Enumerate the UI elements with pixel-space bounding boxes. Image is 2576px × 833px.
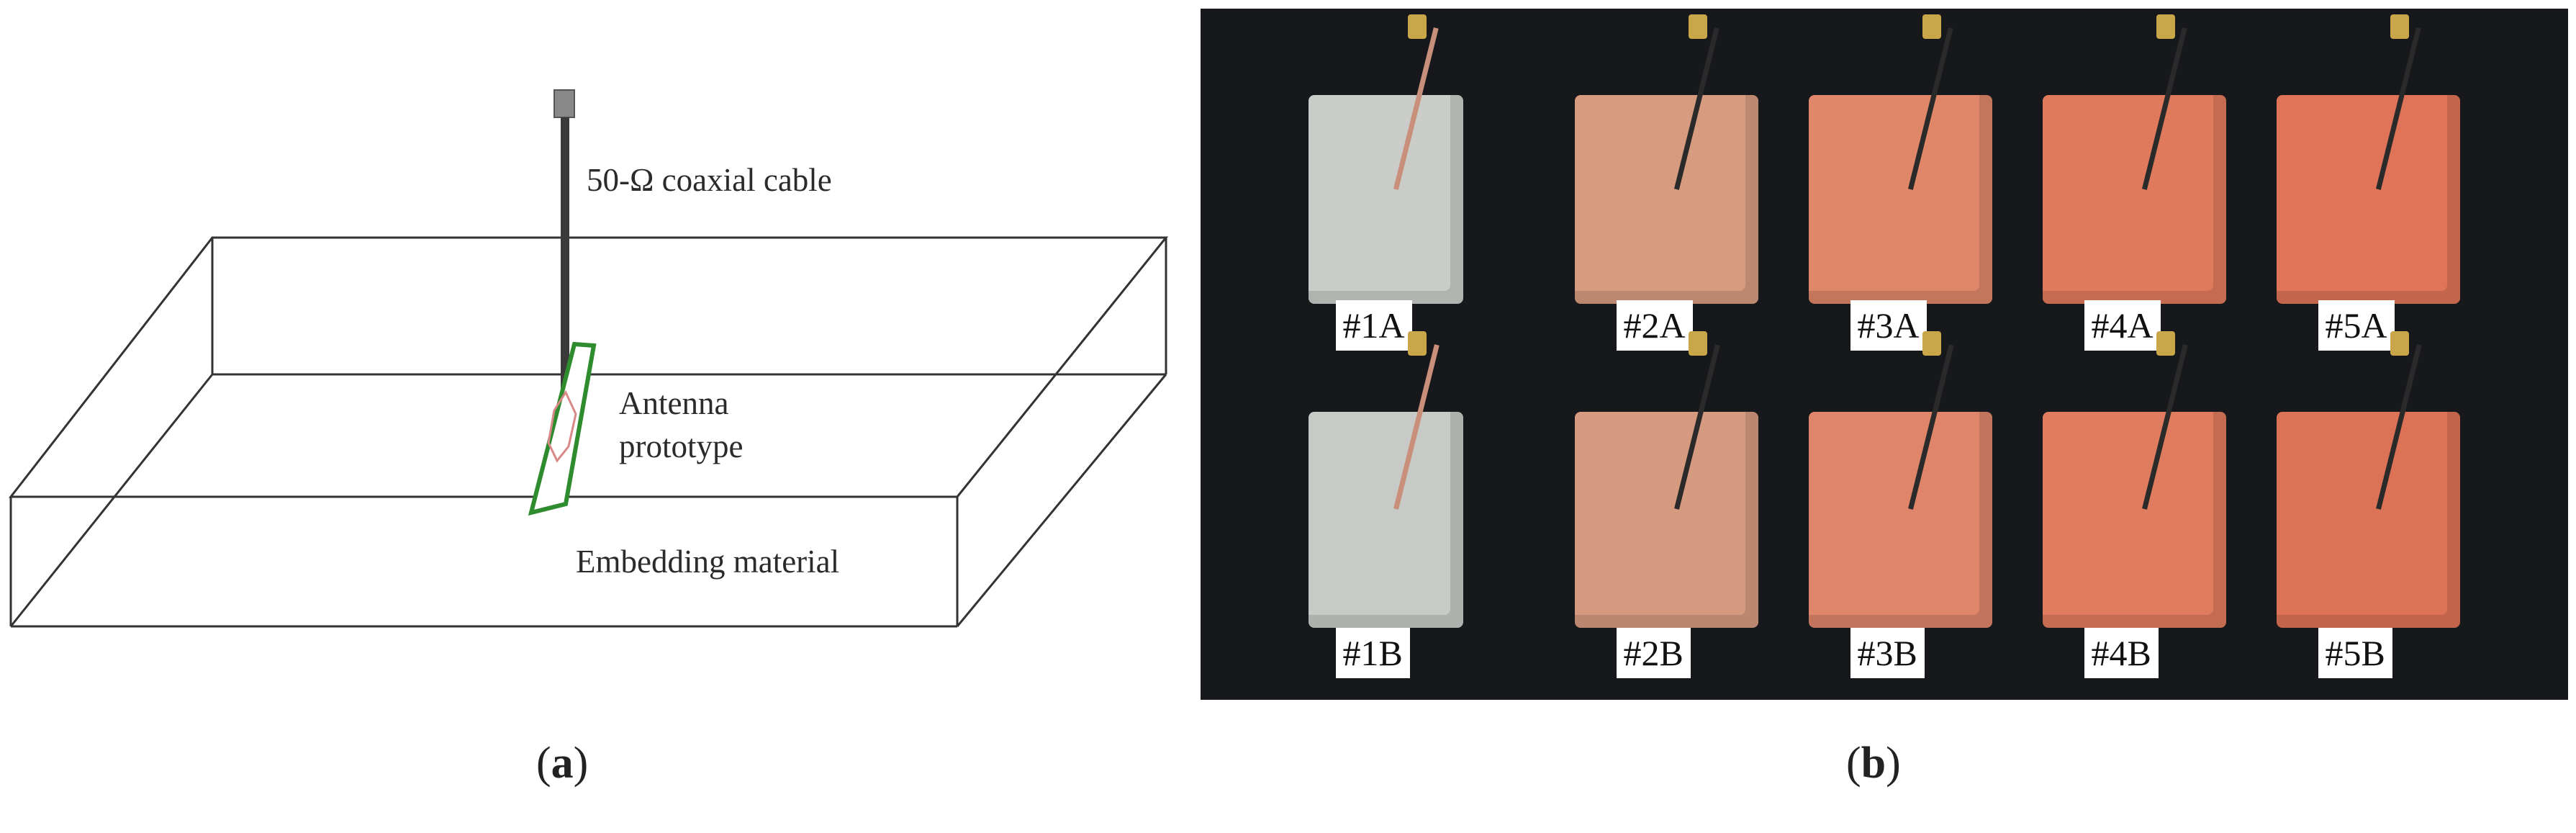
- coaxial-cable: [561, 117, 569, 392]
- cable-label: 50-Ω coaxial cable: [587, 162, 832, 198]
- sample-block: [1309, 95, 1463, 304]
- sample-block: [2277, 95, 2460, 304]
- sample-label: #2B: [1616, 628, 1691, 678]
- sample-label: #3A: [1850, 300, 1927, 351]
- sample-label: #5A: [2318, 300, 2395, 351]
- caption-a: (a): [536, 739, 589, 788]
- panel-a-diagram: 50-Ω coaxial cable Antenna prototype Emb…: [0, 0, 1180, 720]
- antenna-label-line2: prototype: [619, 428, 744, 464]
- sample-label: #1B: [1335, 628, 1410, 678]
- sma-connector: [2390, 331, 2409, 356]
- embedding-box-diagram: [8, 89, 1169, 628]
- antenna-patch: [528, 341, 597, 516]
- antenna-trace: [547, 390, 577, 463]
- sample-label: #3B: [1850, 628, 1925, 678]
- sample-block: [1309, 412, 1463, 628]
- sample-block: [1575, 412, 1758, 628]
- sample-block: [1575, 95, 1758, 304]
- sma-connector: [1922, 331, 1941, 356]
- caption-b: (b): [1846, 739, 1901, 788]
- sample-block: [2043, 412, 2226, 628]
- panel-b-photo: #1A #2A #3A #4A #5A #1B #2B #3B #4B #5B: [1201, 9, 2568, 700]
- sample-label: #4B: [2084, 628, 2159, 678]
- sma-connector: [1922, 14, 1941, 39]
- sample-block: [2277, 412, 2460, 628]
- sample-block: [1809, 95, 1992, 304]
- sma-connector: [1688, 331, 1707, 356]
- sma-connector: [1407, 331, 1427, 356]
- sample-block: [2043, 95, 2226, 304]
- sample-block: [1809, 412, 1992, 628]
- sma-connector: [1688, 14, 1707, 39]
- sma-connector: [1407, 14, 1427, 39]
- sample-label: #1A: [1335, 300, 1412, 351]
- cable-connector: [553, 89, 575, 118]
- sma-connector: [2390, 14, 2409, 39]
- sample-label: #5B: [2318, 628, 2392, 678]
- material-label: Embedding material: [576, 544, 840, 580]
- sma-connector: [2156, 331, 2175, 356]
- sample-label: #4A: [2084, 300, 2161, 351]
- sample-label: #2A: [1616, 300, 1693, 351]
- embedding-box: [8, 236, 1169, 628]
- sma-connector: [2156, 14, 2175, 39]
- antenna-label-line1: Antenna: [619, 385, 729, 421]
